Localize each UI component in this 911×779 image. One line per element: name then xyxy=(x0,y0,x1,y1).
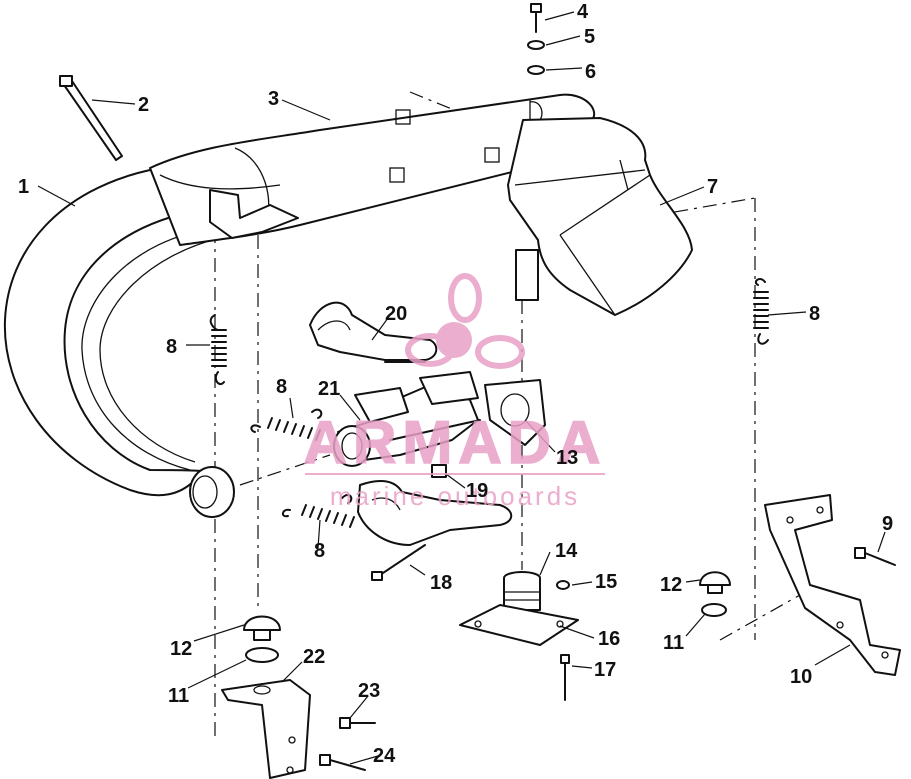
callout-7: 7 xyxy=(707,176,718,198)
screw-23 xyxy=(339,717,376,729)
screw-24 xyxy=(319,754,366,771)
muffler-3 xyxy=(149,93,595,246)
screw-9 xyxy=(854,547,896,566)
mount-14 xyxy=(503,571,541,611)
callout-2: 2 xyxy=(138,94,149,116)
callout-8d: 8 xyxy=(314,540,325,562)
callout-12a: 12 xyxy=(170,638,192,660)
exhaust-pipe-1 xyxy=(3,169,235,518)
washer-15 xyxy=(556,580,570,590)
callout-23: 23 xyxy=(358,680,380,702)
gasket-13 xyxy=(484,379,546,446)
callout-24: 24 xyxy=(373,745,396,767)
callout-11a: 11 xyxy=(168,685,189,707)
callout-16: 16 xyxy=(598,628,620,650)
grommet-12-right xyxy=(699,571,731,594)
callout-22: 22 xyxy=(303,646,325,668)
watermark: ARMADA marine outboards xyxy=(303,273,607,511)
callout-21: 21 xyxy=(318,378,340,400)
callout-19: 19 xyxy=(466,480,488,502)
watermark-brand: ARMADA xyxy=(304,409,607,476)
callout-9: 9 xyxy=(882,513,893,535)
callout-13: 13 xyxy=(556,447,578,469)
grommet-12-left xyxy=(243,615,281,641)
bolt-4 xyxy=(530,3,542,33)
callout-12b: 12 xyxy=(660,574,682,596)
spring-8-right xyxy=(753,278,769,345)
heat-shield-20 xyxy=(309,301,438,363)
callout-6: 6 xyxy=(585,61,596,83)
callout-11b: 11 xyxy=(663,632,684,654)
washer-5 xyxy=(527,40,545,50)
washer-6 xyxy=(527,65,545,75)
callout-15: 15 xyxy=(595,571,617,593)
callout-10: 10 xyxy=(790,666,812,688)
washer-11-right xyxy=(701,603,727,617)
bracket-22 xyxy=(221,679,311,779)
spring-8-upper xyxy=(250,408,323,441)
callout-3: 3 xyxy=(268,88,279,110)
manifold-21 xyxy=(333,371,481,467)
callout-18: 18 xyxy=(430,572,452,594)
strap-2 xyxy=(59,75,123,161)
washer-11-left xyxy=(245,647,279,663)
base-plate-16 xyxy=(459,604,579,646)
callout-8c: 8 xyxy=(276,376,287,398)
bolt-17 xyxy=(560,654,570,701)
callout-1: 1 xyxy=(18,176,29,198)
lower-heat-shield xyxy=(357,479,513,546)
leader-lines xyxy=(37,11,886,765)
tail-cone-7 xyxy=(507,100,693,316)
watermark-tagline: marine outboards xyxy=(330,481,580,511)
bracket-10 xyxy=(764,494,901,676)
callout-8b: 8 xyxy=(809,303,820,325)
propeller-logo-icon xyxy=(405,273,525,369)
bolt-18 xyxy=(371,544,426,581)
callout-5: 5 xyxy=(584,26,595,48)
callout-4: 4 xyxy=(577,1,589,23)
callout-14: 14 xyxy=(555,540,578,562)
callout-20: 20 xyxy=(385,303,407,325)
callout-17: 17 xyxy=(594,659,616,681)
spring-8-lower xyxy=(282,493,355,528)
callout-labels: 1 2 3 4 5 6 7 8 8 8 8 9 10 11 11 12 12 1… xyxy=(18,1,893,767)
spring-8-left xyxy=(209,314,227,386)
callout-8a: 8 xyxy=(166,336,177,358)
